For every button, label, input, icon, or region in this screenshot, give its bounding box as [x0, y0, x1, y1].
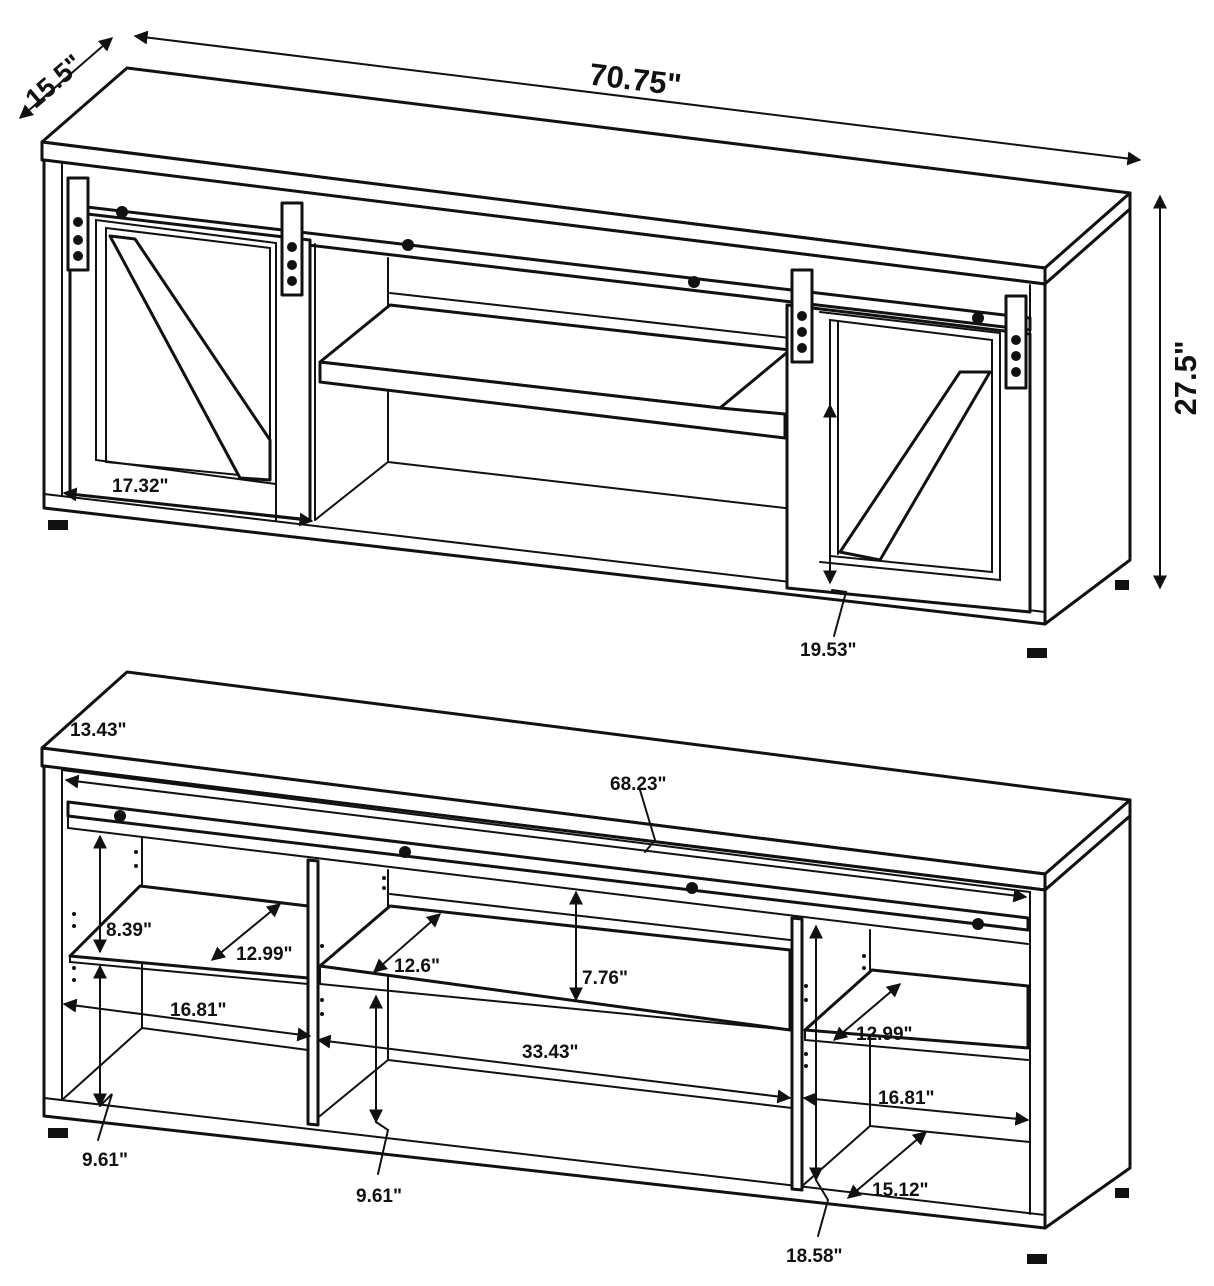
- dim-door-height: 19.53": [800, 640, 857, 661]
- dim-center-upper-height: 7.76": [582, 968, 628, 989]
- dim-depth: 15.5": [20, 48, 89, 114]
- dim-left-lower-height: 9.61": [82, 1150, 128, 1171]
- dim-door-width: 17.32": [112, 476, 169, 497]
- dim-center-shelf-depth: 12.6": [394, 956, 440, 977]
- front-view-drawing: [18, 30, 1167, 658]
- dim-top-depth: 13.43": [70, 720, 127, 741]
- dim-left-upper-height: 8.39": [106, 920, 152, 941]
- interior-view-drawing: [40, 670, 1132, 1264]
- dim-right-width: 16.81": [878, 1088, 935, 1109]
- dim-center-width: 33.43": [522, 1042, 579, 1063]
- dim-left-width: 16.81": [170, 1000, 227, 1021]
- dim-width: 70.75": [587, 57, 683, 103]
- dim-right-bottom-depth: 15.12": [872, 1180, 929, 1201]
- dim-right-height: 18.58": [786, 1246, 843, 1267]
- dim-center-lower-height: 9.61": [356, 1186, 402, 1207]
- dim-right-shelf-depth: 12.99": [856, 1024, 913, 1045]
- dim-left-shelf-depth: 12.99": [236, 944, 293, 965]
- dim-height: 27.5": [1168, 340, 1203, 415]
- dim-inner-width: 68.23": [610, 774, 667, 795]
